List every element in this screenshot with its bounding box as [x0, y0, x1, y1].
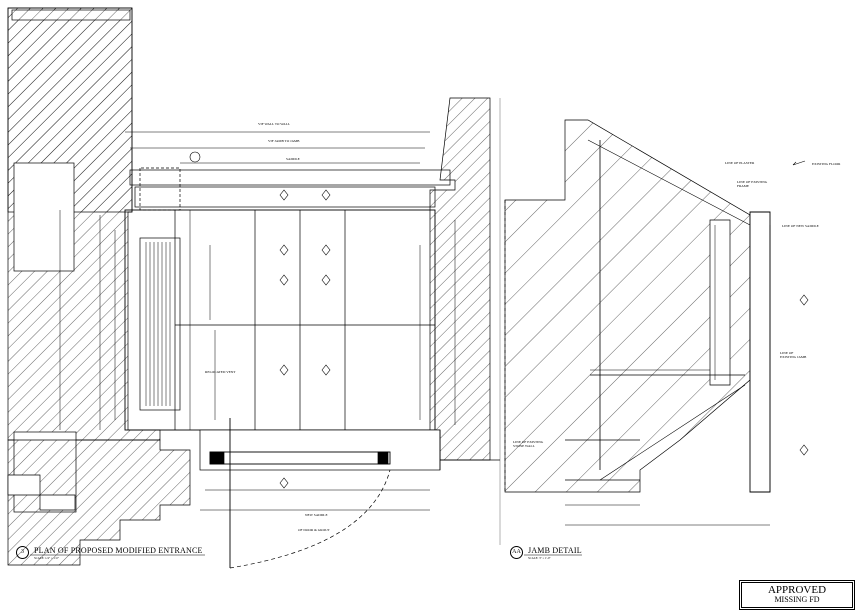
- approval-stamp: APPROVED MISSING FD: [739, 580, 855, 610]
- note-line-of-plaster: LINE OF PLASTER: [725, 161, 755, 165]
- stone-block-upper: [13, 162, 75, 272]
- note-new-saddle: LINE OF NEW SADDLE: [782, 224, 819, 228]
- note-existing-floor: EXISTING FLOOR: [812, 162, 841, 166]
- right-wall: [429, 97, 491, 461]
- plan-title: PLAN OF PROPOSED MODIFIED ENTRANCE: [34, 546, 203, 555]
- jamb-detail: [499, 98, 771, 545]
- detail-scale: SCALE: 3" = 1'-0": [528, 556, 551, 560]
- dim-saddle: SADDLE: [286, 157, 300, 161]
- plan-view: [7, 7, 500, 569]
- dim-wall-to-wall: VIF WALL TO WALL: [258, 122, 290, 126]
- stair-wall: [7, 439, 191, 566]
- note-relocated-vent: RELOCATED VENT: [205, 370, 236, 374]
- detail-markers: [792, 160, 809, 456]
- note-existing-jamb: LINE OF EXISTING JAMB: [780, 351, 807, 359]
- dim-jamb-to-jamb: VIF JAMB TO JAMB: [268, 139, 300, 143]
- note-existing-stone: LINE OF EXISTING STONE WALL: [513, 440, 544, 448]
- plan-scale: SCALE: 1/4" = 1'-0": [34, 556, 60, 560]
- stamp-missing: MISSING FD: [774, 595, 820, 604]
- detail-title: JAMB DETAIL: [528, 546, 582, 555]
- dim-new-saddle: NEW SADDLE: [305, 513, 328, 517]
- plan-marker: 3: [16, 546, 29, 559]
- plan-markers: [189, 151, 331, 489]
- relocated-vent: [139, 237, 181, 411]
- dim-door-grout: OF DOOR & GROUT: [298, 528, 330, 532]
- note-existing-frame: LINE OF EXISTING FRAME: [737, 180, 768, 188]
- stamp-approved: APPROVED: [767, 584, 827, 596]
- detail-marker: AA: [510, 546, 523, 559]
- door-swing: [229, 469, 391, 569]
